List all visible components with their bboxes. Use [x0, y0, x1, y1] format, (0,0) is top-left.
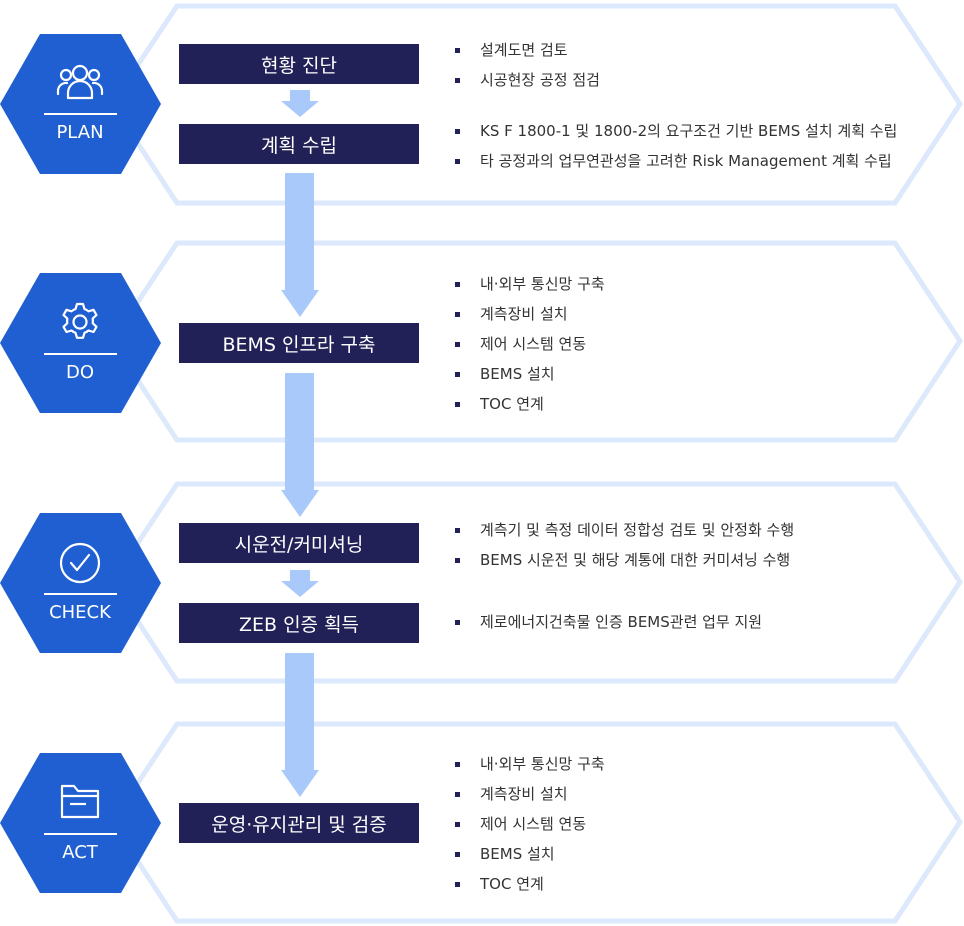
step-operation-maintenance: 운영·유지관리 및 검증 [179, 803, 419, 843]
step-commissioning: 시운전/커미셔닝 [179, 523, 419, 563]
list-item: 시공현장 공정 점검 [455, 70, 600, 100]
plan-hexagon [0, 34, 161, 174]
do-hexagon [0, 273, 161, 413]
phase-label-plan: PLAN [56, 122, 104, 143]
act-bullets: 내·외부 통신망 구축 계측장비 설치 제어 시스템 연동 BEMS 설치 TO… [455, 754, 605, 904]
step-status-diagnosis: 현황 진단 [179, 44, 419, 84]
check-bullets-2: 제로에너지건축물 인증 BEMS관련 업무 지원 [455, 612, 762, 642]
step-planning: 계획 수립 [179, 124, 419, 164]
phase-label-do: DO [65, 362, 95, 383]
list-item: BEMS 설치 [455, 844, 605, 874]
do-bullets: 내·외부 통신망 구축 계측장비 설치 제어 시스템 연동 BEMS 설치 TO… [455, 274, 605, 424]
list-item: 타 공정과의 업무연관성을 고려한 Risk Management 계획 수립 [455, 151, 897, 181]
arrow-plan-1 [281, 90, 319, 117]
act-hexagon [0, 753, 161, 893]
users-icon [0, 60, 160, 108]
phase-label-check: CHECK [49, 602, 111, 623]
plan-bullets-2: KS F 1800-1 및 1800-2의 요구조건 기반 BEMS 설치 계획… [455, 121, 897, 181]
list-item: 계측기 및 측정 데이터 정합성 검토 및 안정화 수행 [455, 520, 794, 550]
list-item: KS F 1800-1 및 1800-2의 요구조건 기반 BEMS 설치 계획… [455, 121, 897, 151]
list-item: BEMS 시운전 및 해당 계통에 대한 커미셔닝 수행 [455, 550, 794, 580]
list-item: 계측장비 설치 [455, 784, 605, 814]
step-bems-infrastructure: BEMS 인프라 구축 [179, 323, 419, 363]
list-item: 제어 시스템 연동 [455, 814, 605, 844]
gear-icon [0, 300, 160, 348]
list-item: BEMS 설치 [455, 364, 605, 394]
check-circle-icon [0, 541, 160, 589]
list-item: 제어 시스템 연동 [455, 334, 605, 364]
list-item: 제로에너지건축물 인증 BEMS관련 업무 지원 [455, 612, 762, 642]
list-item: TOC 연계 [455, 394, 605, 424]
plan-bullets-1: 설계도면 검토 시공현장 공정 점검 [455, 40, 600, 100]
list-item: 내·외부 통신망 구축 [455, 274, 605, 304]
list-item: 설계도면 검토 [455, 40, 600, 70]
step-zeb-certification: ZEB 인증 획득 [179, 603, 419, 643]
list-item: 계측장비 설치 [455, 304, 605, 334]
arrow-plan-do [281, 173, 319, 317]
arrow-do-check [281, 373, 319, 517]
folder-icon [0, 780, 160, 824]
check-bullets-1: 계측기 및 측정 데이터 정합성 검토 및 안정화 수행 BEMS 시운전 및 … [455, 520, 794, 580]
arrow-check-act [281, 653, 319, 797]
check-panel [109, 481, 963, 684]
phase-label-act: ACT [62, 842, 98, 863]
arrow-check-1 [281, 570, 319, 597]
list-item: 내·외부 통신망 구축 [455, 754, 605, 784]
list-item: TOC 연계 [455, 874, 605, 904]
